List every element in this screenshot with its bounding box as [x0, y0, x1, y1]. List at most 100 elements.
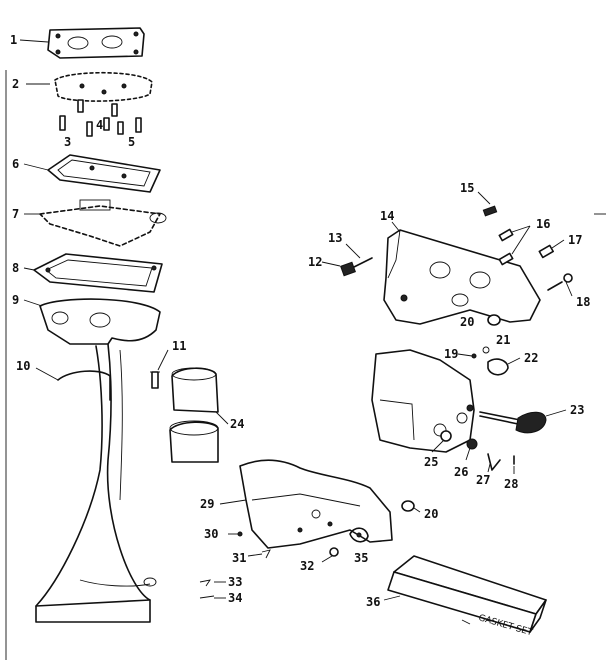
- part-3-screws: [59, 115, 93, 137]
- leader-36: [383, 595, 401, 601]
- leader-13: [345, 243, 361, 259]
- label-3: 3: [64, 135, 71, 149]
- part-22-cap: [487, 358, 509, 376]
- part-26-nut: [466, 438, 478, 450]
- part-17-fitting: [538, 244, 554, 259]
- label-26: 26: [454, 465, 468, 479]
- label-4: 4: [96, 118, 103, 132]
- label-10: 10: [16, 359, 30, 373]
- part-15-bolt: [482, 205, 498, 217]
- leader-29: [219, 499, 247, 505]
- part-18-screw: [547, 273, 573, 291]
- label-23: 23: [570, 403, 584, 417]
- part-12-spring: [340, 261, 356, 277]
- label-33: 33: [228, 575, 242, 589]
- part-4-screws: [77, 99, 124, 135]
- label-36: 36: [366, 595, 380, 609]
- leader-31: [247, 553, 263, 557]
- label-8: 8: [12, 261, 19, 275]
- label-7: 7: [12, 207, 19, 221]
- part-23-rod-and-knob: [479, 411, 547, 434]
- label-17: 17: [568, 233, 582, 247]
- part-25-plug: [440, 430, 452, 442]
- part-30-grommet: [237, 531, 243, 537]
- label-6: 6: [12, 157, 19, 171]
- label-16: 16: [536, 217, 550, 231]
- leader-18: [565, 281, 573, 297]
- leader-1: [19, 39, 49, 43]
- label-12: 12: [308, 255, 322, 269]
- label-34: 34: [228, 591, 242, 605]
- part-29-cover: [239, 459, 393, 549]
- label-5: 5: [128, 135, 135, 149]
- part-11-screw: [150, 371, 160, 389]
- leader-9: [23, 299, 43, 307]
- label-24: 24: [230, 417, 244, 431]
- part-20-nut-upper: [487, 314, 501, 326]
- part-31-screw: [261, 549, 271, 559]
- part-24-exhaust-tubes: [169, 367, 219, 463]
- part-13-pin: [351, 257, 373, 269]
- part-14-powerhead-block: [383, 229, 541, 325]
- leader-16b: [511, 225, 531, 255]
- leader-23: [545, 409, 567, 417]
- part-21-gasket: [482, 346, 490, 354]
- part-35-clip: [349, 527, 369, 543]
- leader-32: [321, 555, 333, 563]
- part-1-gasket-plate: [47, 27, 145, 59]
- part-27-spring: [487, 453, 501, 471]
- leader-25: [431, 439, 445, 453]
- part-8-gasket: [33, 253, 163, 293]
- label-13: 13: [328, 231, 342, 245]
- label-21: 21: [496, 333, 510, 347]
- leader-17: [551, 239, 565, 249]
- part-34-washer: [199, 595, 215, 599]
- leader-22: [507, 357, 521, 365]
- label-15: 15: [460, 181, 474, 195]
- label-9: 9: [12, 293, 19, 307]
- label-14: 14: [380, 209, 394, 223]
- label-35: 35: [354, 551, 368, 565]
- leader-12: [321, 261, 341, 267]
- part-33-screw: [199, 579, 211, 587]
- label-20-lower: 20: [424, 507, 438, 521]
- label-18: 18: [576, 295, 590, 309]
- part-20-nut-lower: [401, 500, 421, 513]
- label-2: 2: [12, 77, 19, 91]
- leader-26: [465, 447, 471, 461]
- label-20-upper: 20: [460, 315, 474, 329]
- crankcase-housing: [371, 349, 475, 453]
- part-10-drive-shaft-housing: [35, 343, 157, 623]
- label-28: 28: [504, 477, 518, 491]
- label-11: 11: [172, 339, 186, 353]
- part-36-gasket-set-box: GASKET SET: [387, 555, 547, 638]
- label-27: 27: [476, 473, 490, 487]
- leader-16a: [511, 225, 531, 233]
- part-19-washer: [471, 353, 477, 359]
- part-6-gasket: [47, 154, 161, 193]
- label-32: 32: [300, 559, 314, 573]
- leader-24: [215, 411, 229, 425]
- label-30: 30: [204, 527, 218, 541]
- part-2-reed-plate: [54, 71, 153, 102]
- leader-27: [487, 463, 491, 473]
- leader-6: [23, 163, 49, 171]
- label-31: 31: [232, 551, 246, 565]
- part-32-nut: [329, 547, 339, 557]
- leader-10: [35, 367, 59, 381]
- label-22: 22: [524, 351, 538, 365]
- part-5-screws: [103, 117, 142, 133]
- label-1: 1: [10, 33, 17, 47]
- leader-8: [23, 267, 35, 271]
- label-29: 29: [200, 497, 214, 511]
- label-19: 19: [444, 347, 458, 361]
- leader-15: [477, 191, 491, 205]
- label-25: 25: [424, 455, 438, 469]
- leader-11: [157, 349, 169, 371]
- part-9-exhaust-housing-top: [39, 298, 161, 345]
- leader-14: [391, 221, 401, 233]
- part-7-reed-block: [39, 199, 167, 247]
- part-16-plugs: [498, 228, 514, 266]
- leader-19: [457, 353, 473, 357]
